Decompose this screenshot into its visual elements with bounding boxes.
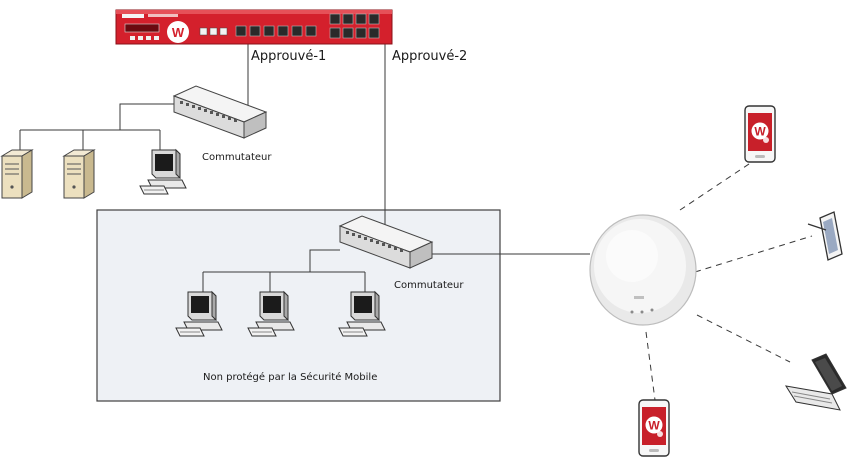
network-switch-icon — [173, 85, 267, 139]
wireless-links — [645, 161, 813, 401]
link-label-approuve-2: Approuvé-2 — [392, 49, 468, 64]
firewall-appliance-icon: W — [115, 9, 393, 45]
top-switch-branch — [19, 103, 175, 150]
smartphone-icon — [744, 105, 776, 163]
switch-label-top: Commutateur — [202, 152, 272, 163]
server-icon — [1, 149, 33, 199]
server-icon — [63, 149, 95, 199]
laptop-icon — [784, 353, 847, 411]
unprotected-zone-box — [96, 209, 501, 402]
firewall-brand-mark: W — [172, 25, 185, 40]
zone-caption: Non protégé par la Sécurité Mobile — [203, 372, 378, 383]
link-label-approuve-1: Approuvé-1 — [251, 49, 327, 64]
desktop-computer-icon — [139, 149, 187, 195]
tablet-icon — [807, 211, 843, 261]
wireless-access-point-icon — [589, 214, 697, 326]
switch-label-zone: Commutateur — [394, 280, 464, 291]
smartphone-icon — [638, 399, 670, 457]
